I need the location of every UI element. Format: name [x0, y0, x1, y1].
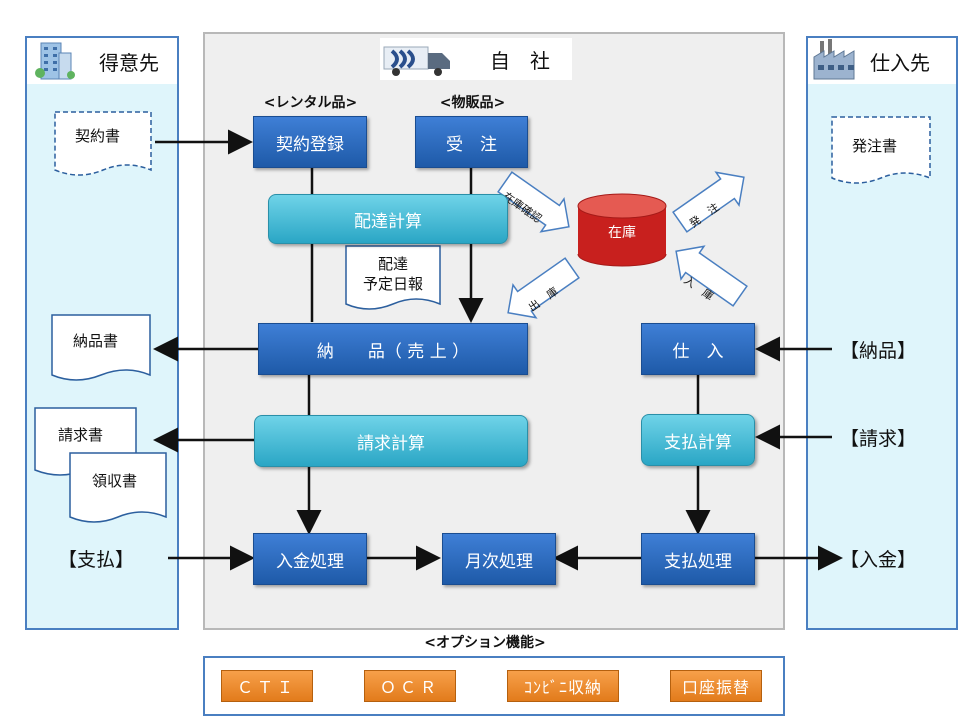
company-header: 自 社 — [380, 38, 572, 80]
supplier-header: 仕入先 — [808, 38, 956, 84]
contract-document: 契約書 — [75, 127, 121, 145]
sales-goods-label: <物販品> — [439, 95, 506, 111]
payment-calc-box[interactable]: 支払計算 — [641, 414, 755, 466]
delivery-schedule-document-shape — [345, 245, 441, 310]
factory-icon — [813, 39, 855, 80]
ocr-button[interactable]: ＯＣＲ — [364, 670, 456, 702]
bank-transfer-button[interactable]: 口座振替 — [670, 670, 762, 702]
supplier-billing-label: 【請求】 — [840, 428, 917, 450]
customer-title: 得意先 — [99, 50, 159, 75]
convenience-store-payment-button[interactable]: ｺﾝﾋﾞﾆ収納 — [507, 670, 619, 702]
billing-calc-box[interactable]: 請求計算 — [254, 415, 528, 467]
contract-registration-box[interactable]: 契約登録 — [253, 116, 367, 168]
inventory-label[interactable]: 在庫 — [608, 225, 636, 241]
monthly-processing-box[interactable]: 月次処理 — [442, 533, 556, 585]
supplier-delivery-label: 【納品】 — [840, 340, 917, 362]
purchase-box[interactable]: 仕 入 — [641, 323, 755, 375]
options-label: <オプション機能> — [424, 635, 546, 651]
delivery-calc-box[interactable]: 配達計算 — [268, 194, 508, 244]
supplier-title: 仕入先 — [870, 50, 930, 75]
office-building-icon — [35, 42, 75, 80]
customer-header: 得意先 — [27, 38, 177, 84]
delivery-note-document: 納品書 — [73, 332, 119, 350]
inventory-cylinder — [577, 193, 667, 267]
delivery-note-document-shape — [51, 314, 151, 381]
delivery-sales-box[interactable]: 納 品（ 売 上 ） — [258, 323, 528, 375]
receipt-document: 領収書 — [92, 472, 138, 490]
cti-button[interactable]: ＣＴＩ — [221, 670, 313, 702]
customer-payment-label: 【支払】 — [58, 549, 135, 571]
receipt-document-shape — [69, 452, 167, 523]
receiving-arrow — [675, 245, 748, 307]
purchase-order-document: 発注書 — [852, 137, 898, 155]
shipment-arrow — [507, 257, 580, 319]
payment-processing-box[interactable]: 支払処理 — [641, 533, 755, 585]
rental-label: <レンタル品> — [263, 95, 358, 111]
delivery-schedule-line1: 配達 — [377, 255, 408, 273]
delivery-schedule-line2: 予定日報 — [362, 275, 423, 293]
order-receipt-box[interactable]: 受 注 — [415, 116, 528, 168]
supplier-deposit-label: 【入金】 — [840, 549, 917, 571]
company-title: 自 社 — [490, 48, 550, 73]
order-out-arrow — [672, 171, 745, 233]
delivery-truck-icon — [383, 46, 450, 76]
delivery-schedule-document: 配達 予定日報 — [346, 254, 440, 294]
invoice-document: 請求書 — [58, 426, 104, 444]
purchase-order-document-shape — [831, 116, 931, 184]
deposit-processing-box[interactable]: 入金処理 — [253, 533, 367, 585]
contract-document-shape — [54, 111, 152, 176]
